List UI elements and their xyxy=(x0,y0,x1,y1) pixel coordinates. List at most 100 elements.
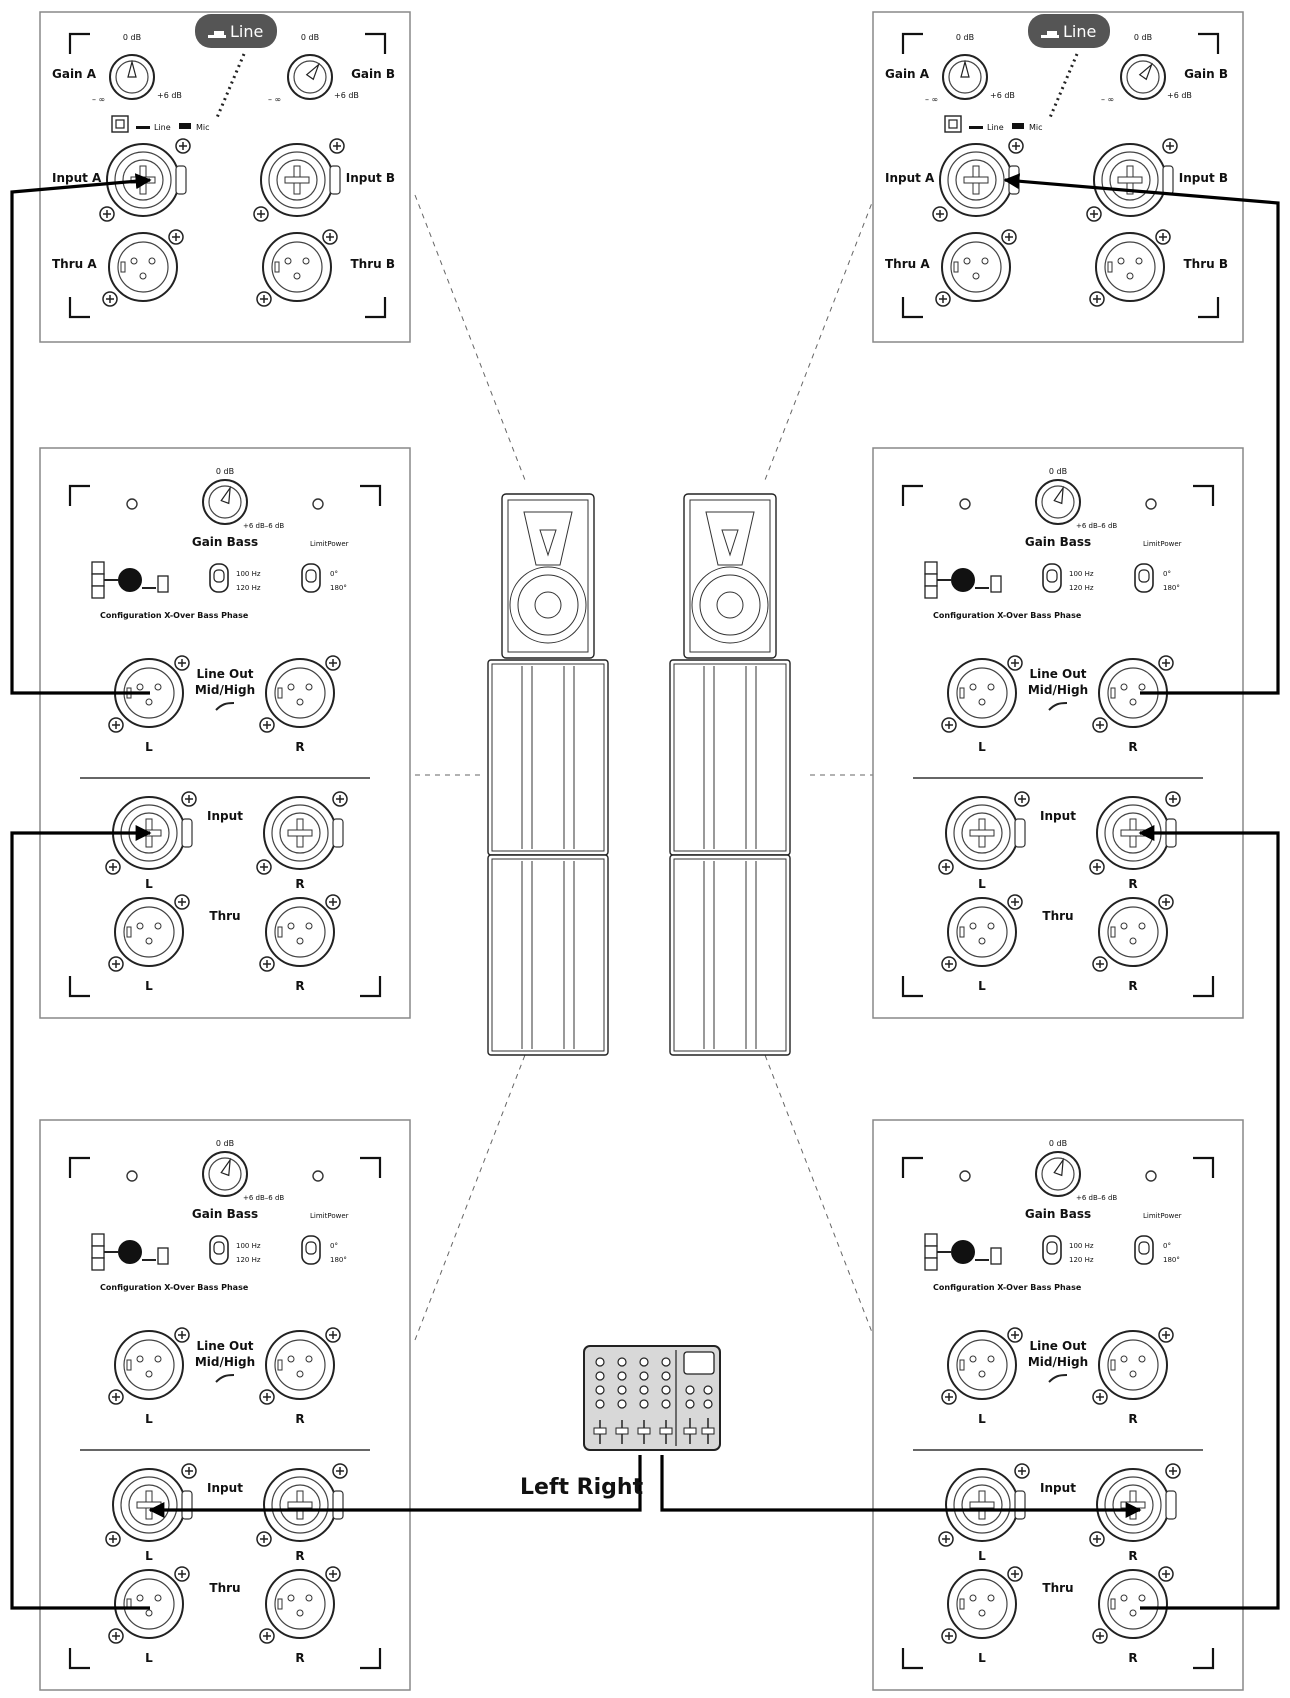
line-badge-label: Line xyxy=(1063,22,1096,41)
configuration-switch xyxy=(91,561,169,599)
freq-100-label: 100 Hz xyxy=(1069,1242,1094,1250)
panel-location-guide xyxy=(764,1054,876,1341)
screw-icon xyxy=(332,1463,348,1479)
screw-icon xyxy=(1165,791,1181,807)
screw-icon xyxy=(174,655,190,671)
phase-0-label: 0° xyxy=(330,570,338,578)
screw-icon xyxy=(325,655,341,671)
screw-icon xyxy=(1008,138,1024,154)
phase-toggle xyxy=(1134,563,1154,593)
limit-led-icon xyxy=(1145,498,1157,510)
screw-icon xyxy=(325,1566,341,1582)
gain-bass-label: Gain Bass xyxy=(1025,1207,1091,1221)
limit-power-label: LimitPower xyxy=(310,540,349,548)
subwoofer-speaker-icon xyxy=(487,854,609,1056)
panel-location-guide xyxy=(414,1054,526,1341)
line-out-r-label: R xyxy=(1128,740,1137,754)
phase-180-label: 180° xyxy=(330,584,347,592)
gain-bass-knob xyxy=(1035,479,1081,525)
gain-bass-zero-db: 0 dB xyxy=(1049,467,1067,476)
thru-b-label: Thru B xyxy=(350,257,395,271)
status-led-icon xyxy=(959,498,971,510)
thru-label: Thru xyxy=(209,909,240,923)
line-out-right-xlr xyxy=(259,655,341,733)
phase-180-label: 180° xyxy=(1163,584,1180,592)
gain-a-knob xyxy=(942,54,988,100)
gain-a-plus-db: +6 dB xyxy=(157,91,182,100)
screw-icon xyxy=(259,1628,275,1644)
input-b-label: Input B xyxy=(1179,171,1228,185)
phase-180-label: 180° xyxy=(1163,1256,1180,1264)
gain-b-zero-db: 0 dB xyxy=(301,33,319,42)
input-right-jack xyxy=(1089,791,1181,875)
screw-icon xyxy=(105,1531,121,1547)
line-mic-switch xyxy=(944,115,1024,133)
gain-b-knob xyxy=(1120,54,1166,100)
screw-icon xyxy=(329,138,345,154)
status-led-icon xyxy=(959,1170,971,1182)
switch-line-label: Line xyxy=(154,123,171,132)
input-r-label: R xyxy=(295,1549,304,1563)
switches-label: Configuration X-Over Bass Phase xyxy=(100,611,249,620)
gain-bass-range: +6 dB–6 dB xyxy=(243,1194,284,1202)
input-r-label: R xyxy=(1128,877,1137,891)
gain-bass-range: +6 dB–6 dB xyxy=(1076,1194,1117,1202)
gain-b-label: Gain B xyxy=(351,67,395,81)
limit-power-label: LimitPower xyxy=(1143,540,1182,548)
screw-icon xyxy=(941,1389,957,1405)
input-label: Input xyxy=(1040,809,1076,823)
screw-icon xyxy=(259,717,275,733)
panel-corner-marks xyxy=(901,1156,1215,1670)
input-l-label: L xyxy=(145,1549,153,1563)
panel-location-guide xyxy=(414,194,526,481)
input-label: Input xyxy=(207,809,243,823)
gain-a-minus-inf: – ∞ xyxy=(92,95,105,104)
screw-icon xyxy=(168,229,184,245)
thru-label: Thru xyxy=(209,1581,240,1595)
screw-icon xyxy=(181,791,197,807)
panel-corner-marks xyxy=(901,32,1220,319)
screw-icon xyxy=(175,138,191,154)
screw-icon xyxy=(325,1327,341,1343)
screw-icon xyxy=(1001,229,1017,245)
line-out-l-label: L xyxy=(978,740,986,754)
screw-icon xyxy=(1007,894,1023,910)
signal-cable xyxy=(148,1455,642,1518)
phase-180-label: 180° xyxy=(330,1256,347,1264)
screw-icon xyxy=(256,859,272,875)
freq-100-label: 100 Hz xyxy=(236,570,261,578)
screw-icon xyxy=(935,291,951,307)
thru-left-xlr xyxy=(941,1566,1023,1644)
screw-icon xyxy=(1165,1463,1181,1479)
line-out-r-label: R xyxy=(295,740,304,754)
limit-led-icon xyxy=(312,1170,324,1182)
thru-right-xlr xyxy=(259,1566,341,1644)
screw-icon xyxy=(259,956,275,972)
input-right-jack xyxy=(256,791,348,875)
gain-b-knob xyxy=(287,54,333,100)
input-label: Input xyxy=(1040,1481,1076,1495)
thru-r-label: R xyxy=(295,1651,304,1665)
phase-toggle xyxy=(301,1235,321,1265)
switches-label: Configuration X-Over Bass Phase xyxy=(933,1283,1082,1292)
phase-0-label: 0° xyxy=(330,1242,338,1250)
thru-left-xlr xyxy=(108,1566,190,1644)
line-mic-switch xyxy=(111,115,191,133)
thru-b-label: Thru B xyxy=(1183,257,1228,271)
input-left-jack xyxy=(938,791,1030,875)
gain-b-minus-inf: – ∞ xyxy=(1101,95,1114,104)
gain-bass-label: Gain Bass xyxy=(1025,535,1091,549)
line-out-label: Line Out xyxy=(1029,667,1086,681)
x-over-toggle xyxy=(209,1235,229,1265)
x-over-toggle xyxy=(209,563,229,593)
switch-mic-label: Mic xyxy=(196,123,210,132)
high-pass-icon xyxy=(215,1374,235,1383)
screw-icon xyxy=(941,717,957,733)
screw-icon xyxy=(105,859,121,875)
input-a-label: Input A xyxy=(52,171,102,185)
screw-icon xyxy=(1089,1531,1105,1547)
gain-a-zero-db: 0 dB xyxy=(956,33,974,42)
mixer-icon xyxy=(583,1345,721,1451)
line-badge-label: Line xyxy=(230,22,263,41)
